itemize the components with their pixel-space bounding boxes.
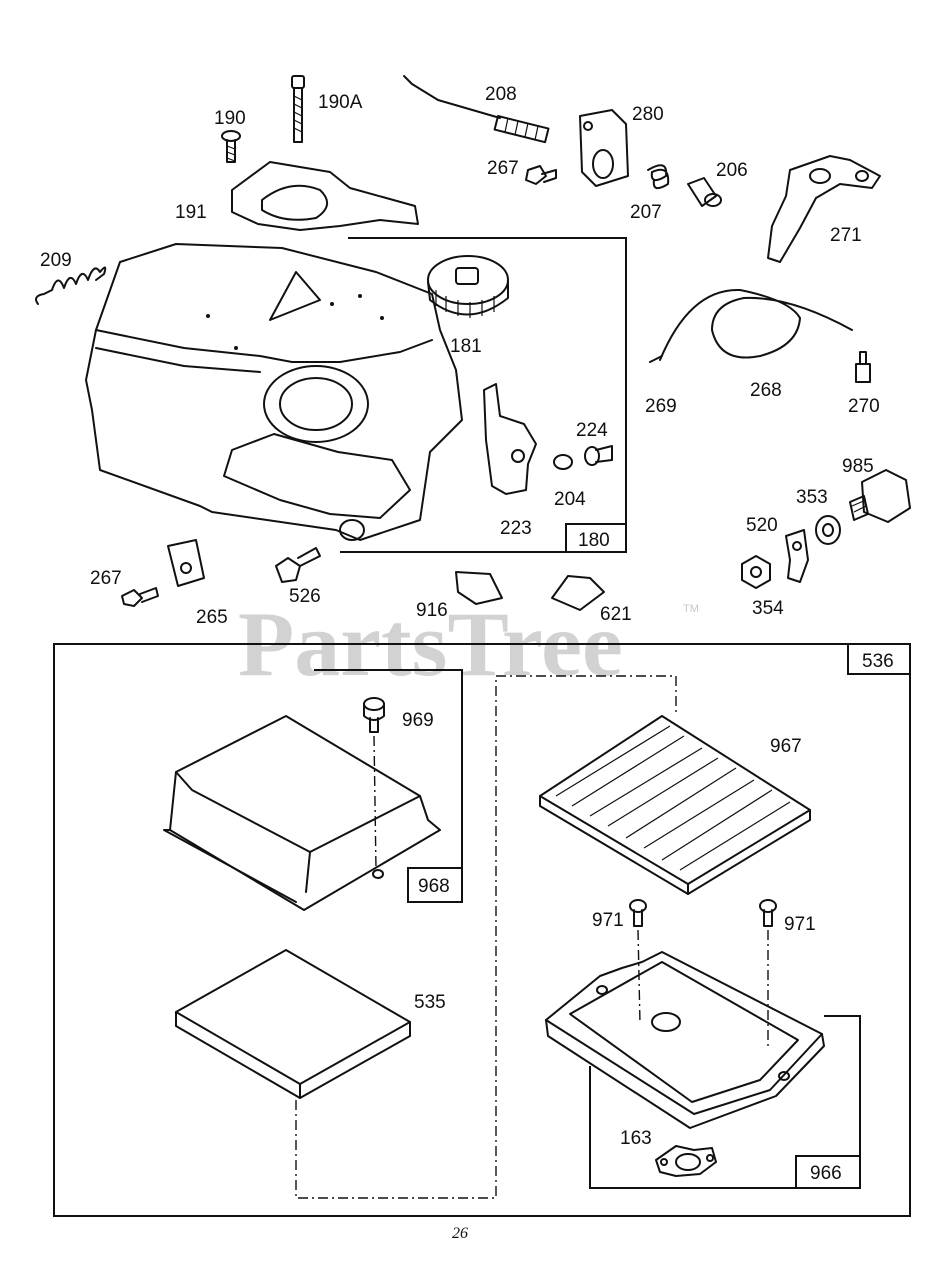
watermark-trademark: TM [683, 603, 699, 615]
screw-190-part[interactable] [221, 130, 241, 163]
cover-968-part[interactable] [163, 715, 441, 911]
callout-621: 621 [600, 604, 632, 625]
callout-353: 353 [796, 487, 828, 508]
kit-968-label: 968 [418, 876, 450, 897]
washer-204-part[interactable] [553, 454, 573, 470]
screw-526-part[interactable] [275, 547, 321, 583]
pin-224-part[interactable] [584, 445, 613, 466]
callout-191: 191 [175, 202, 207, 223]
plate-191-part[interactable] [231, 161, 419, 231]
kit-536-label: 536 [862, 651, 894, 672]
callout-190: 190 [214, 108, 246, 129]
kit-536-frame [53, 643, 911, 1217]
screw-267-lower-part[interactable] [121, 587, 159, 607]
kit-966-label-box [795, 1155, 861, 1189]
callout-969: 969 [402, 710, 434, 731]
kit-180-frame [340, 237, 627, 553]
callout-209: 209 [40, 250, 72, 271]
callout-204: 204 [554, 489, 586, 510]
callout-163: 163 [620, 1128, 652, 1149]
screw-267-upper-part[interactable] [525, 165, 557, 185]
callout-190A: 190A [318, 92, 363, 113]
callout-916: 916 [416, 600, 448, 621]
base-966-part[interactable] [545, 951, 825, 1129]
callout-265: 265 [196, 607, 228, 628]
kit-536-label-box [847, 643, 911, 675]
callout-181: 181 [450, 336, 482, 357]
callout-280: 280 [632, 104, 664, 125]
fuel-tank-part[interactable] [85, 243, 463, 541]
leader-535 [295, 675, 677, 1199]
callout-267-lower: 267 [90, 568, 122, 589]
switch-985-part[interactable] [849, 469, 911, 523]
kit-966-label: 966 [810, 1163, 842, 1184]
callout-971-left: 971 [592, 910, 624, 931]
callout-520: 520 [746, 515, 778, 536]
callout-526: 526 [289, 586, 321, 607]
terminal-520-part[interactable] [785, 529, 809, 583]
bushing-206-part[interactable] [687, 177, 722, 207]
screw-971-right-part[interactable] [759, 899, 777, 927]
callout-271: 271 [830, 225, 862, 246]
kit-968-label-box [407, 867, 463, 903]
clip-621-part[interactable] [551, 575, 605, 611]
clip-916-part[interactable] [455, 571, 503, 605]
clip-265-part[interactable] [167, 539, 205, 587]
callout-268: 268 [750, 380, 782, 401]
callout-967: 967 [770, 736, 802, 757]
callout-206: 206 [716, 160, 748, 181]
callout-223: 223 [500, 518, 532, 539]
callout-267-upper: 267 [487, 158, 519, 179]
screw-971-left-part[interactable] [629, 899, 647, 927]
bracket-223-part[interactable] [483, 383, 537, 495]
callout-207: 207 [630, 202, 662, 223]
spring-207-part[interactable] [647, 164, 670, 190]
screw-969-part[interactable] [363, 697, 385, 733]
screw-270-part[interactable] [855, 351, 871, 383]
leader-971-left [637, 929, 641, 1025]
kit-180-label-box [565, 523, 627, 553]
lockwasher-353-part[interactable] [815, 515, 841, 545]
foam-element-535-part[interactable] [175, 949, 411, 1099]
callout-269: 269 [645, 396, 677, 417]
bracket-280-part[interactable] [579, 109, 629, 187]
callout-354: 354 [752, 598, 784, 619]
kit-180-label: 180 [578, 530, 610, 551]
gasket-163-part[interactable] [655, 1145, 717, 1177]
callout-971-right: 971 [784, 914, 816, 935]
lever-271-part[interactable] [767, 155, 881, 263]
fuel-cap-181-part[interactable] [427, 255, 509, 318]
callout-208: 208 [485, 84, 517, 105]
callout-535: 535 [414, 992, 446, 1013]
cable-268-part[interactable] [649, 288, 853, 363]
callout-224: 224 [576, 420, 608, 441]
callout-985: 985 [842, 456, 874, 477]
nut-354-part[interactable] [741, 555, 771, 589]
spring-209-part[interactable] [35, 266, 107, 305]
paper-filter-967-part[interactable] [539, 715, 811, 895]
bolt-190a-part[interactable] [291, 75, 305, 143]
leader-969 [373, 735, 377, 871]
link-208-part[interactable] [403, 75, 550, 144]
callout-270: 270 [848, 396, 880, 417]
page-number: 26 [452, 1225, 468, 1242]
